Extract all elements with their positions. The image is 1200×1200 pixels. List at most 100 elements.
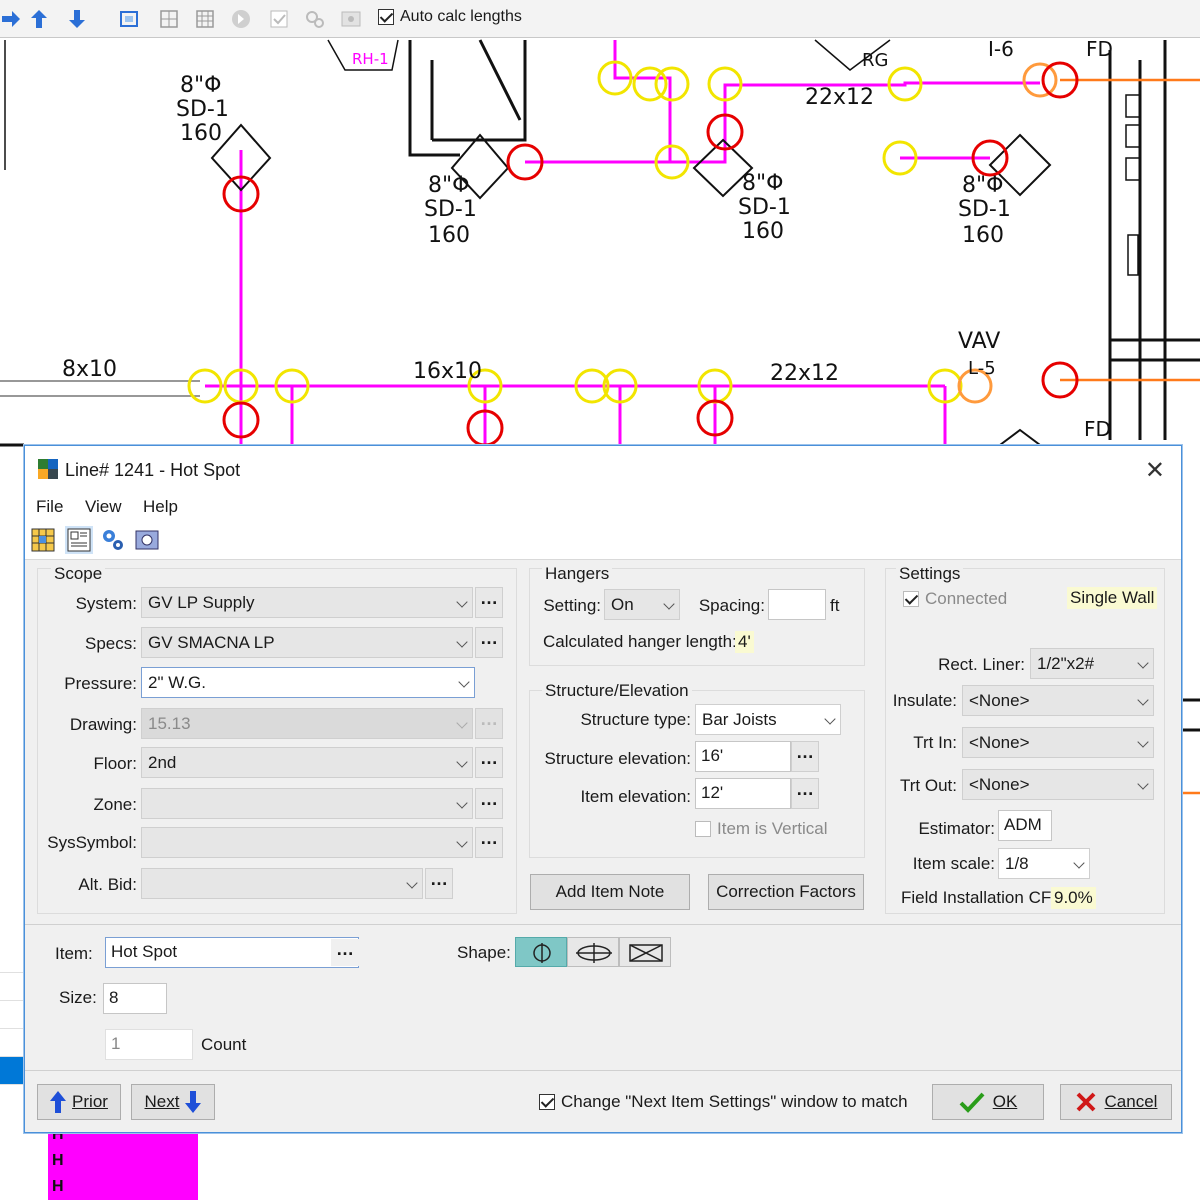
hotspot-icon[interactable] [340,8,362,30]
list-item[interactable] [0,973,23,1001]
arrow-up-icon[interactable] [28,8,50,30]
svg-text:160: 160 [742,219,784,244]
diffuser-cfm-label: 160 [180,121,222,146]
altbid-browse-button[interactable]: … [425,868,453,899]
shape-round-button[interactable] [515,937,567,967]
divider [25,924,1181,925]
zone-select[interactable] [141,788,473,819]
list-item[interactable] [0,945,23,973]
auto-calc-check-icon[interactable] [378,9,394,25]
vertical-check-icon[interactable] [695,821,711,837]
system-browse-button[interactable]: … [475,587,503,618]
structure-type-label: Structure type: [545,710,691,730]
pressure-select[interactable]: 2" W.G. [141,667,475,698]
settings-title: Settings [896,564,963,584]
arrow-right-icon[interactable] [0,8,22,30]
grid-view-icon[interactable] [158,8,180,30]
chevron-down-icon [406,877,417,888]
checkmark-icon [959,1091,985,1113]
structure-elev-browse-button[interactable]: … [791,741,819,772]
hanger-row[interactable]: H [48,1174,198,1200]
structure-type-select[interactable]: Bar Joists [695,704,841,735]
chevron-down-icon [1137,736,1148,747]
rect-liner-select[interactable]: 1/2"x2# [1030,648,1154,679]
list-item[interactable] [0,1001,23,1029]
cancel-button[interactable]: Cancel [1060,1084,1172,1120]
pressure-label: Pressure: [45,674,137,694]
count-input[interactable]: 1 [105,1029,193,1060]
floor-select[interactable]: 2nd [141,747,473,778]
hotspot-view-icon[interactable] [133,526,161,554]
fitting-markers-red [224,63,1077,445]
structure-elev-input[interactable]: 16' [695,741,791,772]
altbid-select[interactable] [141,868,423,899]
item-elev-input[interactable]: 12' [695,778,791,809]
arrow-down-icon[interactable] [66,8,88,30]
trt-out-select[interactable]: <None> [962,769,1154,800]
forward-circle-icon[interactable] [230,8,252,30]
field-cf-label: Field Installation CF: [901,888,1056,908]
chevron-down-icon [663,598,674,609]
gears-settings-icon[interactable] [99,526,127,554]
menu-help[interactable]: Help [143,497,178,517]
zoom-extents-icon[interactable] [118,8,140,30]
count-label: Count [201,1035,246,1055]
trt-in-label: Trt In: [887,733,957,753]
auto-calc-label: Auto calc lengths [400,8,522,26]
duct-size-label-8x10: 8x10 [62,357,117,382]
trt-in-select[interactable]: <None> [962,727,1154,758]
insulate-select[interactable]: <None> [962,685,1154,716]
item-input[interactable]: Hot Spot [105,937,359,968]
item-browse-button[interactable]: … [331,939,359,966]
hanger-row[interactable]: H [48,1148,198,1174]
item-elev-browse-button[interactable]: … [791,778,819,809]
syssymbol-browse-button[interactable]: … [475,827,503,858]
svg-text:SD-1: SD-1 [738,195,791,220]
ok-button[interactable]: OK [932,1084,1044,1120]
diffuser-type-label: SD-1 [176,97,229,122]
hanger-setting-select[interactable]: On [604,589,680,620]
shape-rect-button[interactable] [619,937,671,967]
list-item[interactable] [0,1029,23,1057]
layout-icon[interactable] [65,526,93,554]
specs-browse-button[interactable]: … [475,627,503,658]
item-scale-select[interactable]: 1/8 [998,848,1090,879]
next-button[interactable]: Next [131,1084,215,1120]
close-icon[interactable]: ✕ [1145,456,1165,485]
floor-label: Floor: [45,754,137,774]
shape-oval-button[interactable] [567,937,619,967]
system-select[interactable]: GV LP Supply [141,587,473,618]
estimator-input[interactable]: ADM [998,810,1052,841]
svg-text:160: 160 [962,223,1004,248]
chevron-down-icon [456,636,467,647]
dialog-title-bar[interactable]: Line# 1241 - Hot Spot ✕ [25,446,1181,492]
zone-label: Zone: [45,795,137,815]
spacing-input[interactable] [768,589,826,620]
floor-browse-button[interactable]: … [475,747,503,778]
duct-size-label-22x12: 22x12 [770,361,839,386]
auto-calc-checkbox[interactable]: Auto calc lengths [378,8,522,26]
correction-factors-button[interactable]: Correction Factors [708,874,864,910]
syssymbol-select[interactable] [141,827,473,858]
size-input[interactable]: 8 [103,983,167,1014]
single-wall-badge: Single Wall [1067,587,1157,609]
item-vertical-checkbox[interactable]: Item is Vertical [695,819,828,839]
add-item-note-button[interactable]: Add Item Note [530,874,690,910]
change-next-settings-checkbox[interactable]: Change "Next Item Settings" window to ma… [539,1092,908,1112]
duct-size-label: 22x12 [805,85,874,110]
menu-view[interactable]: View [85,497,122,517]
chevron-down-icon [456,756,467,767]
gears-icon[interactable] [304,8,326,30]
table-icon[interactable] [194,8,216,30]
specs-select[interactable]: GV SMACNA LP [141,627,473,658]
menu-file[interactable]: File [36,497,63,517]
change-check-icon[interactable] [539,1094,555,1110]
list-item-selected[interactable] [0,1057,23,1085]
prior-button[interactable]: Prior [37,1084,121,1120]
check-square-icon[interactable] [268,8,290,30]
item-scale-label: Item scale: [895,854,995,874]
grid-icon[interactable] [29,526,57,554]
item-elev-label: Item elevation: [537,787,691,807]
calc-hanger-label: Calculated hanger length: [543,632,737,652]
zone-browse-button[interactable]: … [475,788,503,819]
